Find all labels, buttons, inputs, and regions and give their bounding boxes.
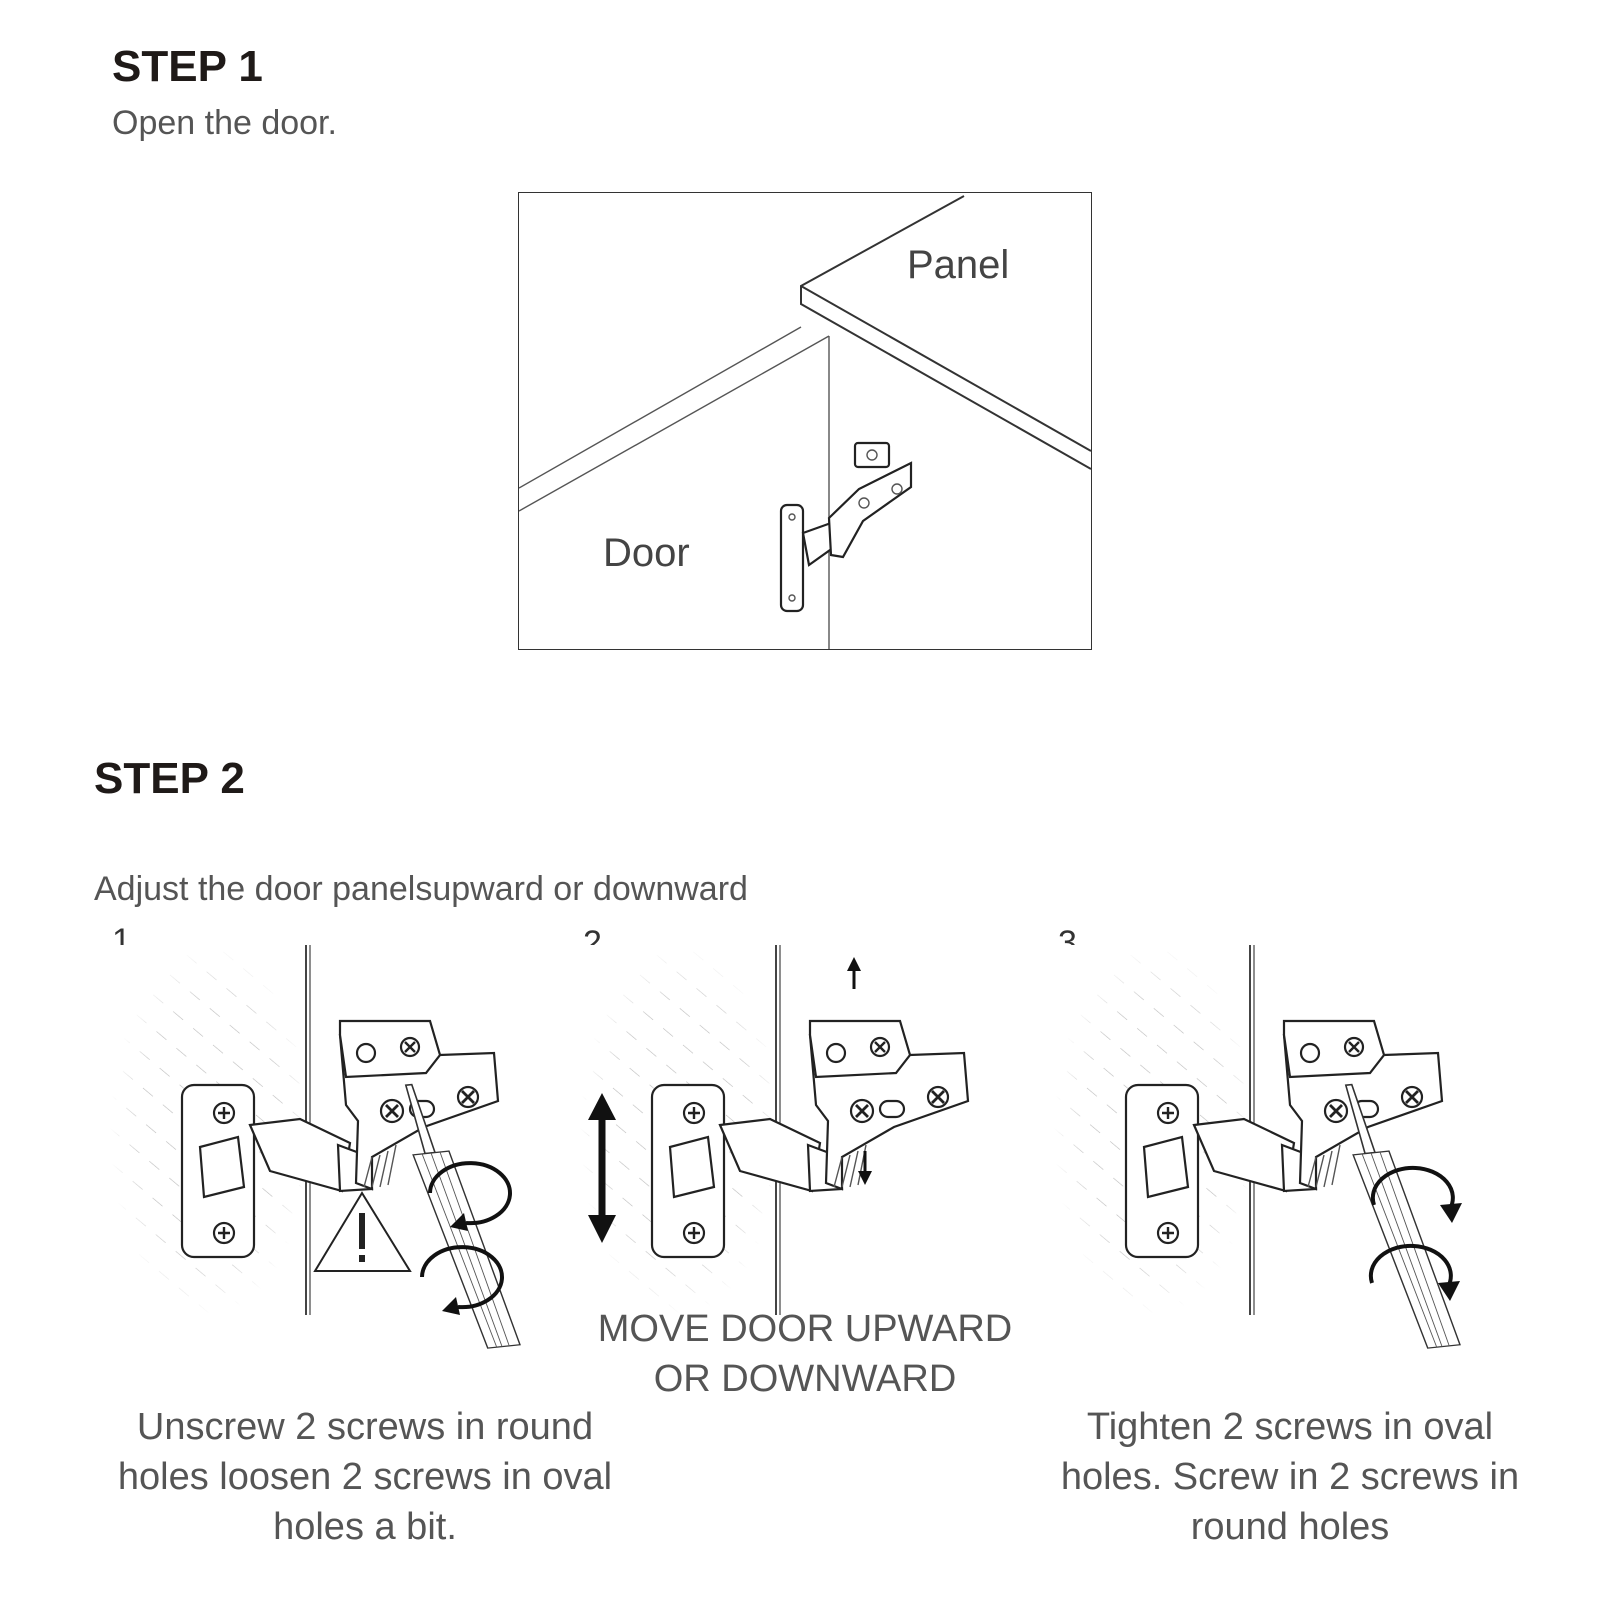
caption-line: holes loosen 2 screws in oval (117, 1456, 613, 1498)
hinge-icon (779, 441, 913, 613)
warning-icon (313, 1191, 412, 1272)
hinge-icon (108, 943, 500, 1317)
panel-label: Panel (907, 243, 1010, 287)
hinge-icon (1052, 943, 1444, 1317)
up-down-arrow-icon (588, 1093, 616, 1243)
substep-3-caption: Tighten 2 screws in oval holes. Screw in… (1010, 1402, 1570, 1552)
hinge-icon (578, 943, 970, 1317)
rotate-arrow-icon (1368, 1243, 1460, 1301)
step1-figure: Panel Door (518, 192, 1092, 650)
up-arrow-icon (847, 957, 861, 989)
door-label: Door (603, 531, 690, 575)
caption-line: holes. Screw in 2 screws in (1060, 1456, 1520, 1498)
caption-line: Unscrew 2 screws in round (136, 1406, 594, 1448)
substep-2-caption: MOVE DOOR UPWARD OR DOWNWARD (560, 1304, 1050, 1404)
substep-1-caption: Unscrew 2 screws in round holes loosen 2… (80, 1402, 650, 1552)
substep-3-figure (1052, 943, 1462, 1355)
cabinet-diagram (519, 195, 1091, 649)
substep-1-figure (108, 943, 521, 1355)
screwdriver-icon (1344, 1083, 1461, 1355)
step2-instruction: Adjust the door panelsupward or downward (94, 870, 748, 908)
screwdriver-icon (404, 1083, 521, 1355)
caption-line: round holes (1190, 1506, 1390, 1548)
step2-title: STEP 2 (94, 754, 245, 803)
rotate-arrow-icon (1370, 1165, 1462, 1223)
caption-line: MOVE DOOR UPWARD (597, 1308, 1013, 1350)
down-arrow-icon (858, 1151, 872, 1185)
caption-line: Tighten 2 screws in oval (1086, 1406, 1494, 1448)
caption-line: holes a bit. (273, 1506, 457, 1548)
step1-instruction: Open the door. (112, 104, 337, 142)
step1-title: STEP 1 (112, 42, 263, 91)
caption-line: OR DOWNWARD (653, 1358, 957, 1400)
substep-2-figure (578, 943, 970, 1317)
